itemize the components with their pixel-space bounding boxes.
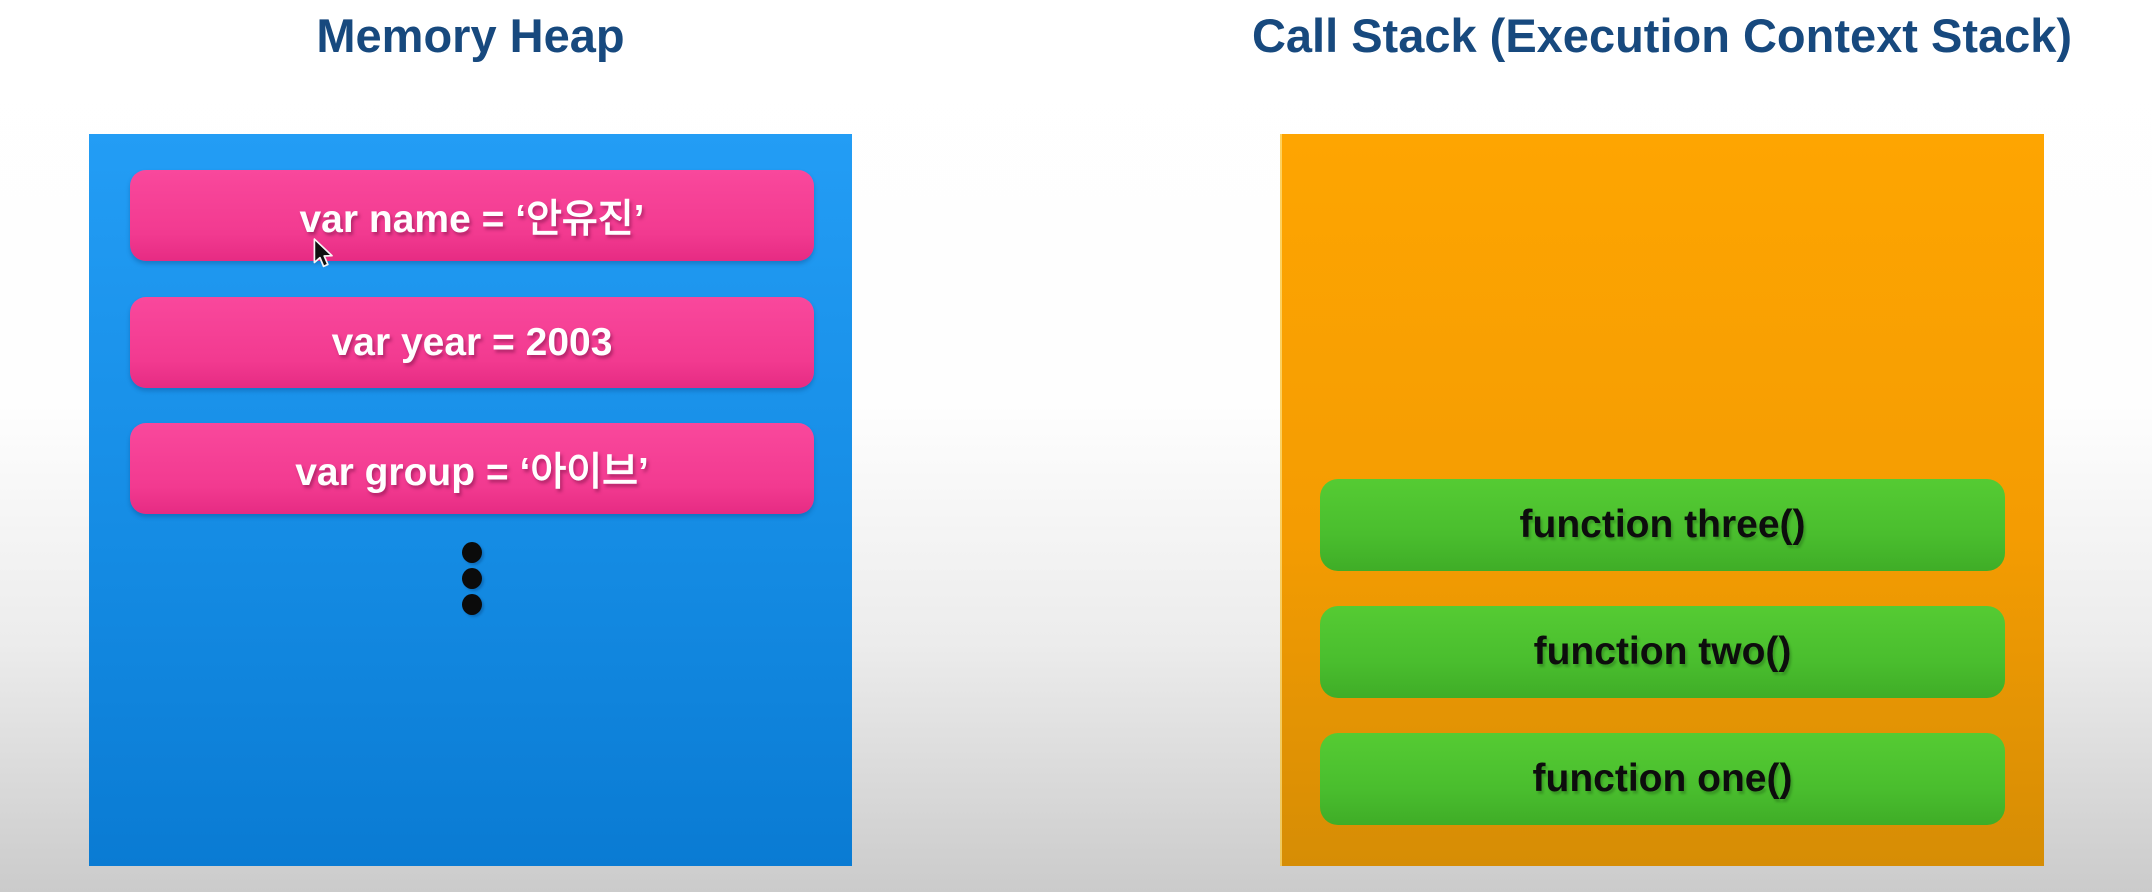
vertical-ellipsis-icon: [462, 542, 482, 615]
ellipsis-dot: [462, 568, 482, 589]
memory-heap-panel: var name = ‘안유진’ var year = 2003 var gro…: [89, 134, 852, 866]
stack-frame-function-three: function three(): [1320, 479, 2005, 571]
ellipsis-dot: [462, 594, 482, 615]
heap-variable-year: var year = 2003: [130, 297, 814, 388]
call-stack-title: Call Stack (Execution Context Stack): [1251, 9, 2073, 62]
memory-heap-title: Memory Heap: [316, 9, 625, 62]
ellipsis-dot: [462, 542, 482, 563]
stack-frame-function-two: function two(): [1320, 606, 2005, 698]
call-stack-panel: function three() function two() function…: [1280, 134, 2044, 866]
stack-frame-function-one: function one(): [1320, 733, 2005, 825]
heap-variable-name: var name = ‘안유진’: [130, 170, 814, 261]
heap-variable-group: var group = ‘아이브’: [130, 423, 814, 514]
